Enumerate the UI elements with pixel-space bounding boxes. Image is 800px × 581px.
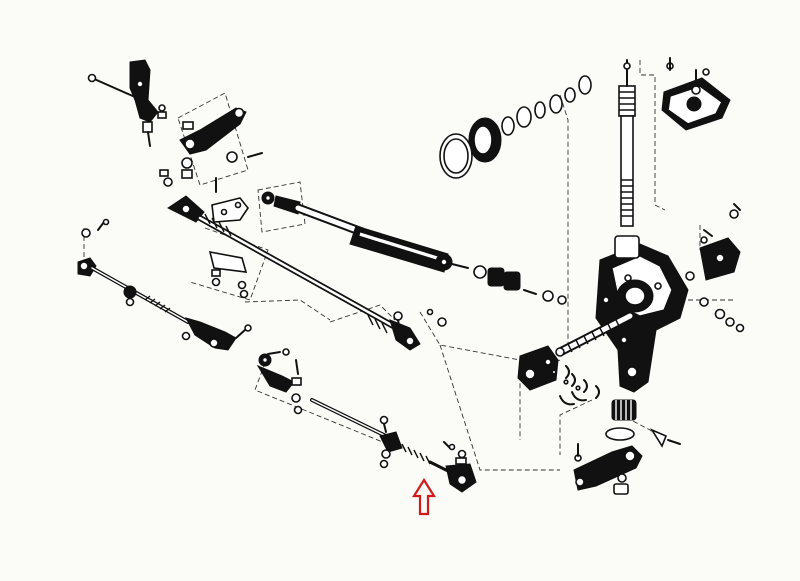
adjuster-block-and-clips [517,345,600,406]
steering-gear-housing [595,235,689,393]
steering-damper [261,191,567,305]
pitman-arm [573,399,681,495]
idler-arm [159,107,263,193]
rod-clamp-bracket [208,197,249,299]
steering-column-shaft [618,57,674,227]
idler-arm-bracket [87,59,167,147]
worm-bearings-and-seals [439,75,592,179]
gear-cover-plate [661,68,731,131]
right-side-hardware [685,203,745,333]
left-tie-rod [77,218,252,351]
right-tie-rod [256,348,477,493]
drag-link [167,195,447,351]
worm-shaft [555,311,635,357]
arrow-up-outline-icon [412,477,436,516]
